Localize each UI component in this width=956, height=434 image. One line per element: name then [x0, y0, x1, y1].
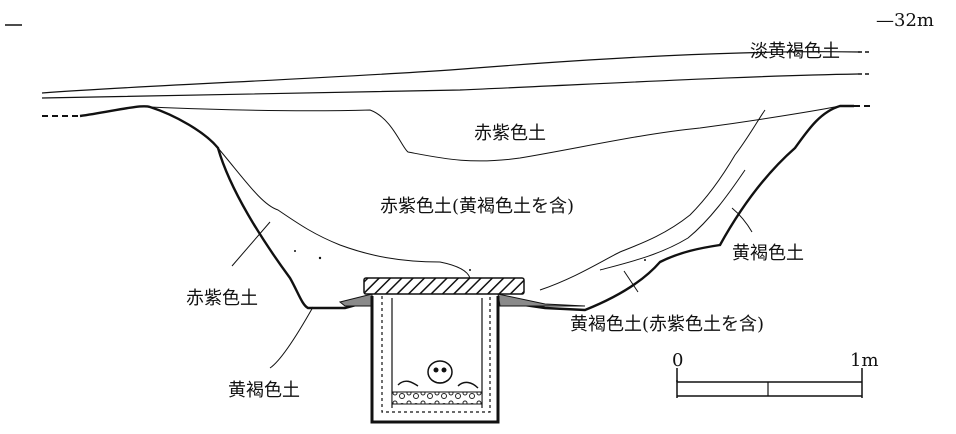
cover-stone: [363, 277, 525, 295]
layer-label-yellow-brown-mixed: 黄褐色土(赤紫色土を含): [570, 314, 765, 335]
scale-label-end: 1m: [850, 350, 879, 371]
leader-yellow-brown-mixed: [623, 270, 639, 293]
layer-label-yellow-brown-right: 黄褐色土: [732, 243, 804, 264]
speckle: [644, 259, 646, 261]
speckle: [294, 250, 296, 252]
bone-fragment: [457, 381, 479, 389]
leader-red-purple-left: [231, 221, 271, 267]
yellow-brown-wedge-boundary: [599, 169, 746, 271]
layer-label-red-purple-left: 赤紫色土: [186, 288, 258, 309]
bone-fragment: [397, 380, 419, 387]
speckle: [318, 256, 322, 260]
leader-yellow-brown-right: [731, 207, 753, 233]
layer-label-pale-yellow-brown: 淡黄褐色土: [750, 41, 840, 62]
layer-label-red-purple-mixed: 赤紫色土(黄褐色土を含): [380, 196, 575, 217]
layer-label-yellow-brown-bottom: 黄褐色土: [228, 380, 300, 401]
mixed-layer-right-boundary: [539, 109, 766, 291]
leader-yellow-brown-bottom: [269, 306, 314, 369]
pale-layer-boundary: [41, 73, 859, 99]
scale-label-start: 0: [672, 350, 684, 371]
jar-gravel-layer: [391, 391, 483, 405]
jar-outer-wall: [370, 296, 500, 424]
red-purple-lower-boundary: [149, 105, 841, 162]
ground-surface-line: [41, 51, 861, 94]
layer-label-red-purple-top: 赤紫色土: [474, 123, 546, 144]
jar-inner-wall: [381, 296, 491, 413]
elevation-label: —32m: [876, 10, 934, 31]
pit-outline-right: [498, 104, 854, 312]
scale-bar: [676, 368, 863, 398]
skull-icon: [427, 360, 453, 384]
speckle: [469, 269, 471, 271]
floor-deposit-left: [338, 293, 373, 307]
mixed-layer-left-boundary: [217, 147, 471, 279]
pit-outline-left: [79, 105, 372, 310]
floor-deposit-right: [497, 293, 586, 307]
